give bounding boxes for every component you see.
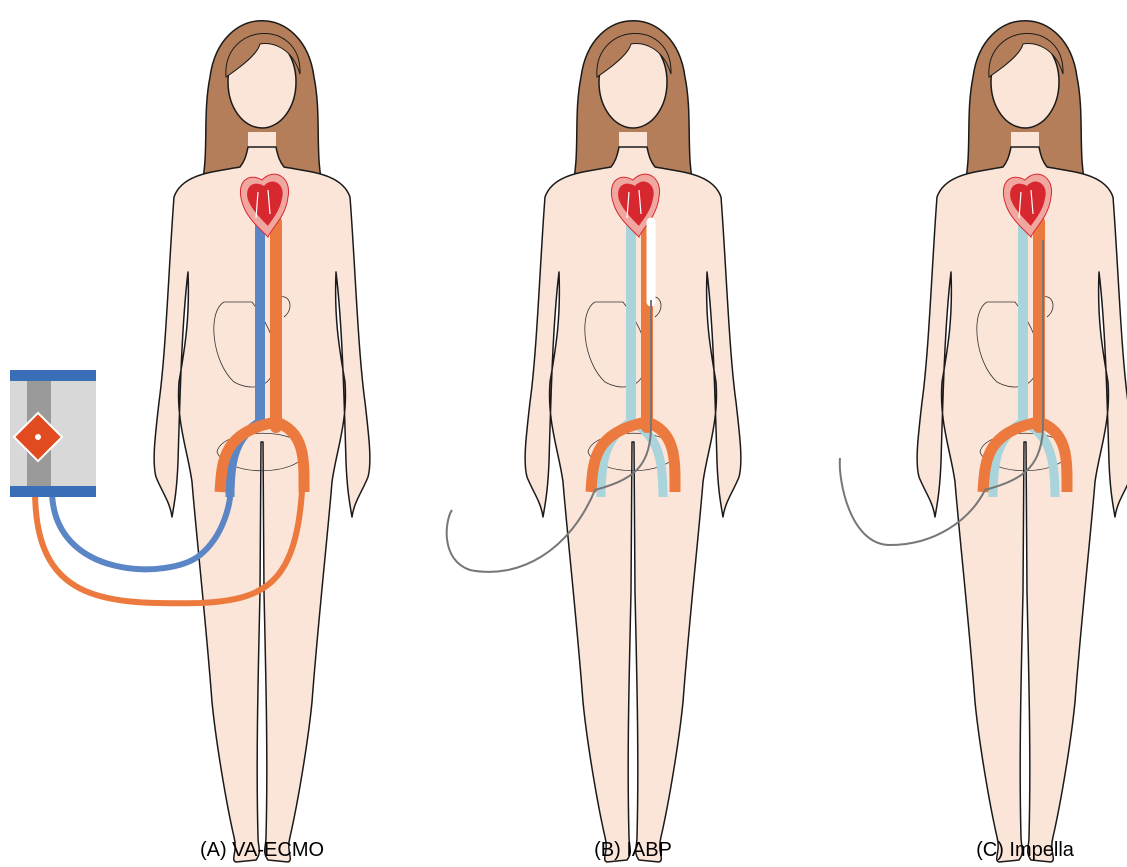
caption-b: (B) IABP <box>594 840 672 860</box>
figure-a <box>154 21 370 862</box>
figure-b <box>525 21 741 862</box>
figure-c <box>917 21 1127 862</box>
ecmo-pump <box>10 370 96 497</box>
caption-c: (C) Impella <box>976 840 1074 860</box>
caption-a: (A) VA-ECMO <box>200 840 324 860</box>
